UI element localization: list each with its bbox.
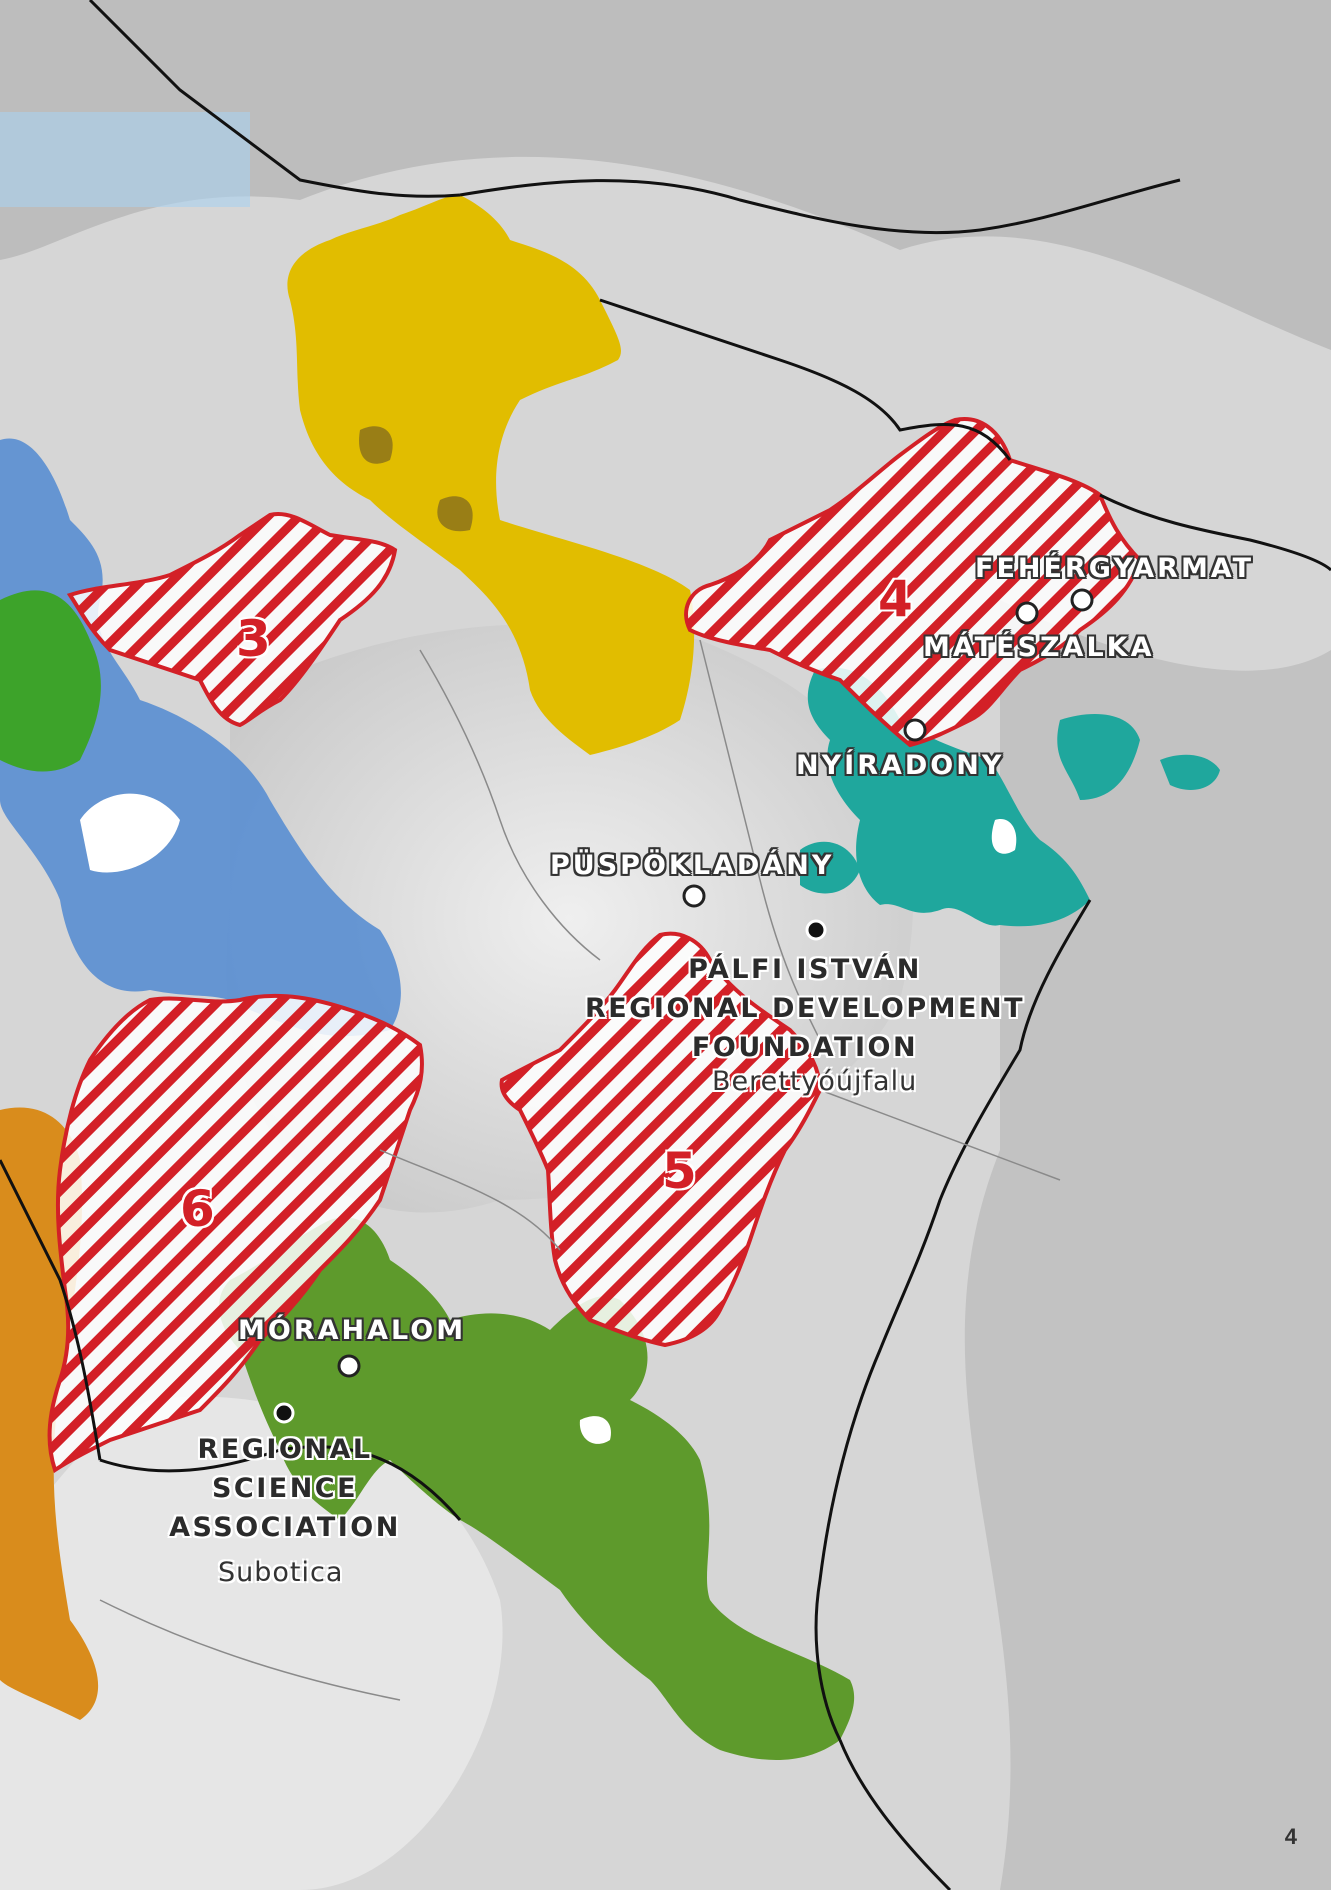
palfi-line-3: FOUNDATION <box>691 1032 919 1063</box>
region-3-area <box>66 512 398 728</box>
plain-south <box>0 1396 503 1890</box>
rsa-line-1: REGIONAL <box>197 1434 373 1465</box>
palfi-foundation-label: PÁLFI ISTVÁN REGIONAL DEVELOPMENT FOUNDA… <box>585 950 1025 1067</box>
page-number: 4 <box>1284 1824 1297 1849</box>
mountains-north <box>0 0 1331 350</box>
bright-green-region <box>0 590 101 772</box>
border-line <box>88 0 461 198</box>
region-4-number: 4 <box>878 570 913 628</box>
county-boundary <box>99 1599 401 1701</box>
border-line <box>99 1445 462 1521</box>
green-region <box>219 1217 855 1760</box>
border-line <box>1099 493 1331 572</box>
fehergyarmat-marker <box>1015 601 1039 625</box>
nyiradony-label: NYÍRADONY <box>796 750 1005 781</box>
border-line <box>838 1739 952 1890</box>
region-6-area <box>47 993 424 1474</box>
green-region-hole <box>579 1416 611 1444</box>
palfi-line-2: REGIONAL DEVELOPMENT <box>585 993 1025 1024</box>
teal-region-part <box>800 841 860 894</box>
subotica-label: Subotica <box>218 1557 344 1588</box>
rsa-label: REGIONAL SCIENCE ASSOCIATION <box>160 1430 410 1547</box>
border-line <box>814 899 1092 1741</box>
teal-region-part <box>1057 714 1140 800</box>
county-boundary <box>379 1149 561 1251</box>
mountains-east <box>964 600 1331 1890</box>
yellow-enclave <box>437 496 473 532</box>
rsa-line-3: ASSOCIATION <box>169 1512 401 1543</box>
mateszalka-marker <box>1070 588 1094 612</box>
region-5-number: 5 <box>662 1142 697 1200</box>
nyiradony-marker <box>903 718 927 742</box>
puspokladany-label: PÜSPÖKLADÁNY <box>550 850 835 881</box>
morahalom-label: MÓRAHALOM <box>238 1315 467 1346</box>
border-line <box>459 178 1181 235</box>
subotica-marker <box>273 1402 295 1424</box>
palfi-line-1: PÁLFI ISTVÁN <box>688 954 922 985</box>
county-boundary <box>819 1089 1061 1181</box>
mateszalka-label: MÁTÉSZALKA <box>923 632 1155 663</box>
region-4-area <box>684 417 1143 748</box>
region-5-area <box>499 931 823 1348</box>
teal-region <box>807 667 1090 927</box>
berettyoujfalu-label: Berettyóújfalu <box>712 1066 918 1097</box>
fehergyarmat-label: FEHÉRGYARMAT <box>975 553 1255 584</box>
teal-region-hole <box>991 819 1017 854</box>
region-6-number: 6 <box>180 1180 215 1238</box>
border-line <box>599 298 1012 461</box>
puspokladany-marker <box>682 884 706 908</box>
yellow-region <box>287 195 695 755</box>
water-band <box>0 112 250 207</box>
county-boundary <box>419 649 601 961</box>
morahalom-marker <box>337 1354 361 1378</box>
yellow-enclave <box>359 426 393 464</box>
teal-region-part <box>1160 754 1220 790</box>
region-3-number: 3 <box>236 610 271 668</box>
county-boundary <box>699 639 821 1041</box>
blue-region-hole <box>80 793 180 873</box>
border-line <box>0 1159 102 1461</box>
rsa-line-2: SCIENCE <box>211 1473 359 1504</box>
berettyoujfalu-marker <box>805 919 827 941</box>
